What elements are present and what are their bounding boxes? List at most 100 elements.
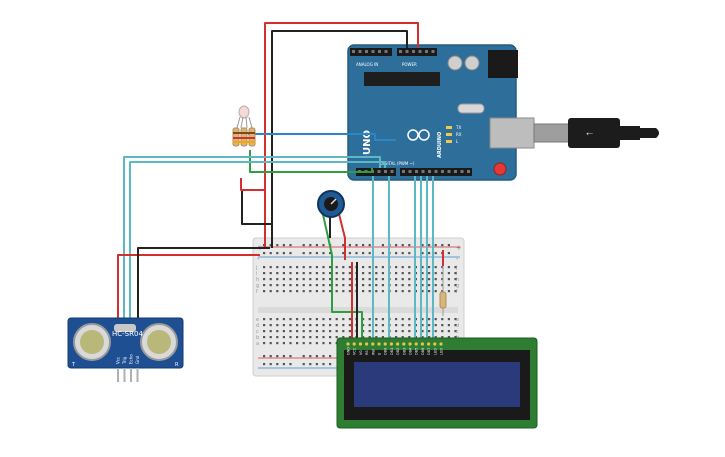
breadboard-hole [428,272,431,275]
breadboard-hole [296,290,299,293]
breadboard-hole [315,330,318,333]
rail-hole [362,244,365,247]
breadboard-hole [269,318,272,321]
breadboard-hole [454,324,457,327]
breadboard-hole [441,336,444,339]
row-letter: g [456,283,459,289]
rail-hole [434,252,437,255]
header-pin [378,50,381,53]
breadboard-hole [428,284,431,287]
breadboard-hole [375,336,378,339]
breadboard-hole [441,330,444,333]
breadboard-hole [421,318,424,321]
breadboard-hole [302,318,305,321]
potentiometer[interactable] [317,190,345,218]
rail-hole [302,252,305,255]
lcd-pin [414,342,418,346]
lcd-pin [402,342,406,346]
breadboard-hole [329,278,332,281]
breadboard-hole [289,318,292,321]
breadboard-hole [408,318,411,321]
breadboard-hole [368,290,371,293]
row-letter: d [256,323,259,329]
breadboard-hole [441,318,444,321]
header-pin [467,170,470,173]
breadboard-hole [342,330,345,333]
breadboard-hole [441,278,444,281]
capacitor-1 [447,55,463,71]
led-resistors [232,127,256,147]
header-pin [441,170,444,173]
wire-black-gnd-led [241,30,408,225]
breadboard-hole [447,318,450,321]
breadboard-hole [309,330,312,333]
header-pin [390,170,394,173]
rail-hole [395,244,398,247]
lcd-pin-label: V0 [359,350,363,355]
breadboard-hole [395,336,398,339]
rail-hole [408,252,411,255]
row-letter: j [255,265,257,271]
row-letter: a [256,341,259,347]
lcd-pin [377,342,381,346]
header-pin [454,170,457,173]
usb-cable: ⭠ [533,118,659,148]
breadboard-hole [368,318,371,321]
breadboard-hole [428,290,431,293]
breadboard-hole [322,272,325,275]
breadboard-hole [441,284,444,287]
rail-hole [322,355,325,358]
breadboard-hole [421,336,424,339]
lcd-pin [371,342,375,346]
header-pin [352,50,355,53]
breadboard-hole [395,290,398,293]
breadboard-hole [408,324,411,327]
breadboard-hole [421,284,424,287]
breadboard-hole [375,266,378,269]
rail-hole [348,244,351,247]
breadboard-hole [282,324,285,327]
breadboard-hole [434,330,437,333]
breadboard-hole [329,266,332,269]
rail-hole [428,244,431,247]
rail-hole [322,244,325,247]
rail-hole [269,244,272,247]
row-letter: d [456,323,459,329]
breadboard-hole [408,266,411,269]
breadboard-hole [276,336,279,339]
breadboard-hole [296,284,299,287]
breadboard-hole [434,278,437,281]
breadboard-hole [375,318,378,321]
lcd-pin [433,342,437,346]
power-jack [488,50,518,78]
breadboard-hole [276,290,279,293]
breadboard-hole [315,266,318,269]
rail-sign-minus: - [257,255,260,263]
breadboard-hole [434,324,437,327]
rail-hole [447,244,450,247]
breadboard-hole [447,284,450,287]
lcd-pin-label: DB3 [402,348,406,355]
wire-red-pot [337,209,346,260]
arduino-brand: ARDUINO [437,132,443,158]
breadboard-hole [395,318,398,321]
breadboard-hole [263,324,266,327]
header-pin [384,170,387,173]
breadboard-hole [381,272,384,275]
rail-hole [408,244,411,247]
breadboard-hole [368,266,371,269]
breadboard-hole [263,330,266,333]
rail-hole [276,363,279,366]
reset-button[interactable] [493,162,507,176]
breadboard-hole [421,266,424,269]
arduino-model: UNO [362,130,373,155]
breadboard-hole [447,272,450,275]
breadboard-hole [348,284,351,287]
header-pin [399,50,402,53]
breadboard-hole [375,324,378,327]
breadboard-hole [315,284,318,287]
usb-plug-body [568,118,620,148]
breadboard-hole [302,324,305,327]
breadboard-hole [348,266,351,269]
